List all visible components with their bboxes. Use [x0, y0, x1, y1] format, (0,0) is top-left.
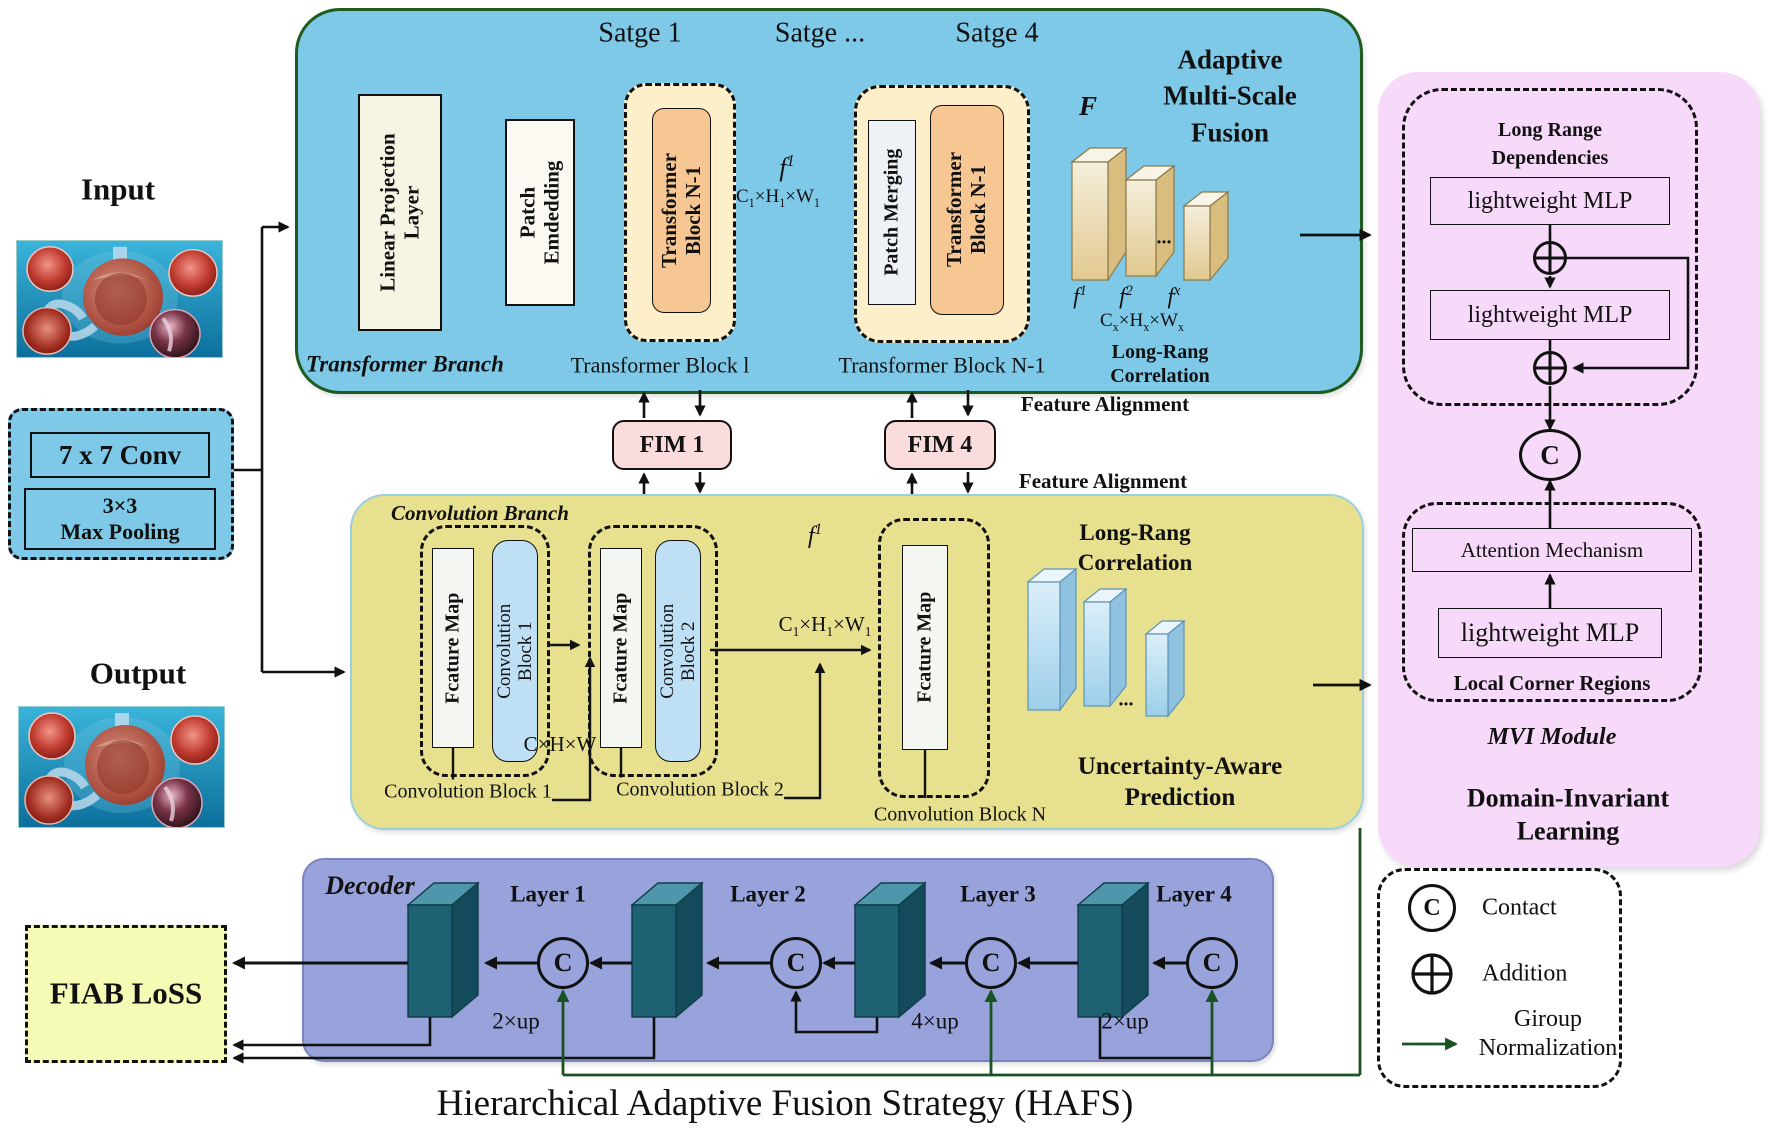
uncertainty-label: Uncertainty-Aware Prediction [1077, 752, 1283, 811]
fim4-box: FIM 4 [884, 420, 996, 470]
cb-dim0-label: C×H×W [523, 731, 597, 756]
fim1-box: FIM 1 [612, 420, 732, 470]
fusion-title: Adaptive Multi-Scale Fusion [1163, 44, 1297, 148]
legend-addition-icon [1409, 951, 1455, 997]
cb-longrang-label: Long-Rang Correlation [1077, 520, 1193, 575]
feature-alignment-bottom: Feature Alignment [1018, 468, 1188, 493]
local-corner-title: Local Corner Regions [1453, 670, 1651, 695]
transformer-block1-caption: Transformer Block l [570, 352, 750, 378]
up-label-3: 2×up [1101, 1008, 1149, 1034]
local-corner-container [1402, 502, 1702, 702]
tb-feat2-label: f2 [1119, 282, 1133, 309]
decoder-concat-1: C [537, 937, 589, 989]
legend-contact-icon: C [1408, 884, 1456, 932]
layer3-label: Layer 3 [960, 881, 1036, 907]
tb-featx-label: fx [1167, 282, 1181, 309]
stage1-label: Satge 1 [598, 17, 682, 49]
feature-alignment-top: Feature Alignment [1020, 391, 1190, 416]
tb-longrang-label: Long-Rang Correlation [1110, 341, 1210, 387]
mlp1-box: lightweight MLP [1430, 177, 1670, 225]
conv-block2-map: Fcature Map [600, 548, 642, 748]
stage4-label: Satge 4 [955, 17, 1039, 49]
figure-caption: Hierarchical Adaptive Fusion Strategy (H… [436, 1082, 1134, 1124]
legend-groupnorm-label: Giroup Normalization [1478, 1006, 1618, 1061]
transformer-blockN-inner: Transformer Block N-1 [930, 105, 1004, 315]
conv-blockN-map: Fcature Map [902, 545, 948, 750]
transformer-blockN-caption: Transformer Block N-1 [838, 352, 1046, 378]
patch-embedding-box: Patch Emdedding [505, 119, 575, 306]
transformer-branch-label: Transformer Branch [306, 351, 504, 377]
concat-node: C [1519, 429, 1581, 481]
up-label-1: 2×up [492, 1008, 540, 1034]
fiab-loss-box [25, 925, 227, 1063]
fiab-loss-label: FIAB LoSS [49, 975, 203, 1011]
legend-addition-label: Addition [1482, 960, 1568, 987]
convolution-branch-label: Convolution Branch [391, 500, 569, 525]
patch-merging-box: Patch Merging [868, 120, 916, 305]
tb-dim1-label: C1×H1×W1 [735, 186, 821, 210]
up-label-2: 4×up [911, 1008, 959, 1034]
output-image [18, 706, 225, 829]
addition-icon [1531, 239, 1569, 277]
tb-F-label: F [1078, 91, 1098, 122]
cb-dim1-label: C1×H1×W1 [778, 611, 872, 640]
decoder-label: Decoder [325, 870, 415, 900]
addition-icon [1531, 349, 1569, 387]
layer4-label: Layer 4 [1156, 881, 1232, 907]
legend-contact-label: Contact [1482, 894, 1557, 921]
decoder-concat-2: C [770, 937, 822, 989]
conv-blockN-container [878, 518, 990, 798]
output-label: Output [89, 655, 187, 691]
mlp2-box: lightweight MLP [1430, 290, 1670, 340]
linear-projection-box: Linear Projection Layer [358, 94, 442, 331]
conv-block2-conv: Convolution Block 2 [655, 540, 701, 762]
decoder-concat-3: C [965, 937, 1017, 989]
cb-dots: ... [1118, 688, 1134, 711]
conv-block2-caption: Convolution Block 2 [616, 777, 784, 803]
decoder-concat-4: C [1186, 937, 1238, 989]
domain-invariant-label: Domain-Invariant Learning [1466, 783, 1670, 846]
tb-dots: ... [1156, 226, 1172, 249]
input-image [16, 240, 223, 359]
conv-block1-conv: Convolution Block 1 [492, 540, 538, 762]
transformer-block1-inner: Transformer Block N-1 [652, 108, 711, 313]
mvi-module-label: MVI Module [1487, 724, 1617, 750]
conv-block1-map: Fcature Map [432, 548, 474, 748]
attention-box: Attention Mechanism [1412, 528, 1692, 572]
tb-dimx-label: Cx×Hx×Wx [1099, 310, 1185, 334]
stage-dots-label: Satge ... [774, 17, 866, 49]
conv-block1-caption: Convolution Block 1 [384, 779, 552, 805]
tb-f1-label: f1 [779, 151, 795, 182]
layer1-label: Layer 1 [510, 881, 586, 907]
stem-pool-box: 3×3 Max Pooling [24, 488, 216, 550]
stem-conv-box: 7 x 7 Conv [30, 432, 210, 478]
input-label: Input [80, 171, 156, 207]
conv-blockN-caption: Convolution Block N [873, 803, 1047, 826]
cb-f1-label: f1 [807, 521, 823, 549]
mlp3-box: lightweight MLP [1438, 608, 1662, 658]
long-range-title: Long Range Dependencies [1491, 119, 1609, 169]
tb-feat1-label: f1 [1073, 282, 1087, 309]
layer2-label: Layer 2 [730, 881, 806, 907]
